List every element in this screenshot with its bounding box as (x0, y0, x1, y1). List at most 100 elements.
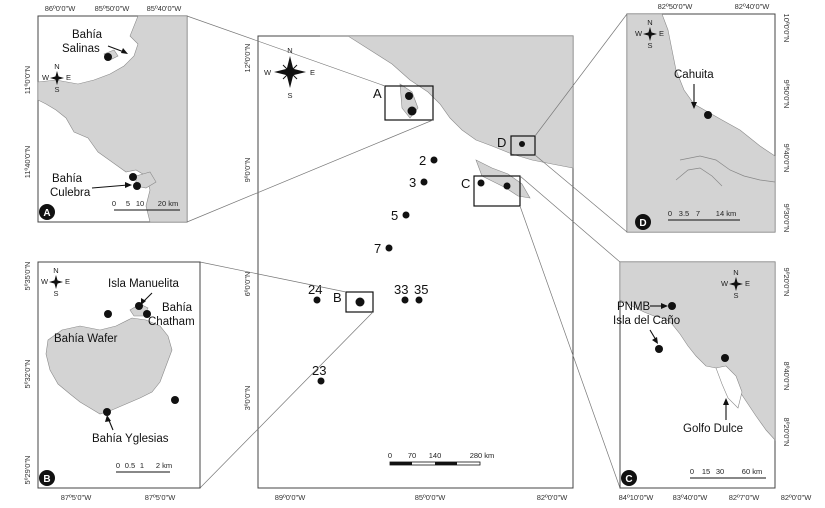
site-label: 5 (391, 208, 398, 223)
site-marker (401, 296, 409, 304)
svg-text:82º50'0"W: 82º50'0"W (658, 2, 694, 11)
inset-c: 84º10'0"W 83º40'0"W 82º7'0"W 82º0'0"W 9º… (613, 261, 813, 502)
arrowhead-icon (652, 337, 658, 344)
label-bahia-chatham-1: Bahía (162, 302, 193, 314)
svg-text:8º40'0"N: 8º40'0"N (782, 362, 791, 391)
label-bahia-salinas-2: Salinas (62, 43, 100, 55)
svg-text:W: W (635, 29, 643, 38)
svg-text:30: 30 (716, 467, 724, 476)
inset-d-scale-bar: 0 3.5 7 14 km (668, 209, 740, 221)
main-y-tick: 9º0'0"N (243, 158, 252, 183)
svg-text:70: 70 (408, 451, 416, 460)
svg-text:0: 0 (112, 199, 116, 208)
svg-text:S: S (53, 289, 58, 298)
label-golfo-dulce: Golfo Dulce (683, 423, 743, 435)
inset-d-badge: D (635, 214, 651, 230)
svg-text:S: S (647, 41, 652, 50)
inset-b-badge: B (39, 470, 55, 486)
svg-text:2 km: 2 km (156, 461, 172, 470)
inset-box-d (510, 135, 536, 156)
site-marker (415, 296, 423, 304)
svg-text:E: E (745, 279, 750, 288)
arrowhead-icon (661, 303, 668, 309)
svg-text:15: 15 (702, 467, 710, 476)
main-map-sites (313, 92, 525, 385)
svg-text:14 km: 14 km (716, 209, 736, 218)
inset-c-golfo-water (715, 365, 743, 409)
svg-text:82º0'0"W: 82º0'0"W (781, 493, 813, 502)
svg-text:E: E (310, 68, 315, 77)
svg-text:87º5'0"W: 87º5'0"W (61, 493, 93, 502)
label-bahia-culebra-2: Culebra (50, 187, 91, 199)
svg-text:9º20'0"N: 9º20'0"N (782, 268, 791, 297)
label-cahuita: Cahuita (674, 69, 714, 81)
site-marker (129, 173, 137, 181)
svg-text:0: 0 (116, 461, 120, 470)
main-map-site-labels: 2 3 5 7 24 33 35 23 (308, 153, 428, 378)
main-y-tick: 3º0'0"N (243, 386, 252, 411)
svg-text:83º40'0"W: 83º40'0"W (673, 493, 709, 502)
main-scale-bar: 0 70 140 280 km (388, 451, 494, 466)
box-label-b: B (333, 290, 342, 305)
svg-text:W: W (41, 277, 49, 286)
arrowhead-icon (121, 48, 128, 54)
inset-connector-lines (186, 13, 628, 489)
svg-text:11º0'0"N: 11º0'0"N (23, 66, 32, 94)
inset-b: 87º5'0"W 87º5'0"W 5º35'0"N 5º32'0"N 5º29… (23, 261, 201, 502)
site-marker (355, 297, 365, 307)
main-y-tick: 12º0'0"N (243, 44, 252, 73)
pointer-arrow-icon (91, 184, 129, 189)
inset-d-ticks: 82º50'0"W 82º40'0"W 10º0'0"N 9º50'0"N 9º… (658, 2, 791, 232)
site-marker (313, 296, 321, 304)
arrowhead-icon (141, 298, 146, 305)
svg-text:E: E (66, 73, 71, 82)
svg-text:20 km: 20 km (158, 199, 178, 208)
svg-text:10º0'0"N: 10º0'0"N (782, 14, 791, 43)
svg-text:86º0'0"W: 86º0'0"W (45, 4, 77, 13)
inset-a-compass-icon: N S E W (42, 62, 71, 94)
label-bahia-wafer: Bahía Wafer (54, 333, 118, 345)
svg-text:8º20'0"N: 8º20'0"N (782, 418, 791, 447)
svg-text:E: E (659, 29, 664, 38)
inset-box-c (473, 175, 521, 207)
inset-d: 82º50'0"W 82º40'0"W 10º0'0"N 9º50'0"N 9º… (626, 2, 791, 233)
svg-text:E: E (65, 277, 70, 286)
site-label: 2 (419, 153, 426, 168)
site-marker (103, 408, 111, 416)
label-bahia-yglesias: Bahía Yglesias (92, 433, 169, 445)
svg-text:A: A (43, 208, 50, 219)
svg-text:W: W (721, 279, 729, 288)
site-marker (477, 179, 485, 187)
main-map-axis-ticks: 89º0'0"W 85º0'0"W 82º0'0"W 12º0'0"N 9º0'… (243, 44, 568, 502)
inset-c-ticks: 84º10'0"W 83º40'0"W 82º7'0"W 82º0'0"W 9º… (619, 268, 813, 502)
svg-text:D: D (639, 218, 646, 229)
svg-text:0: 0 (388, 451, 392, 460)
site-label: 3 (409, 175, 416, 190)
svg-text:11º40'0"N: 11º40'0"N (23, 146, 32, 179)
main-x-tick: 85º0'0"W (415, 493, 447, 502)
inset-d-border (679, 155, 776, 183)
svg-text:82º7'0"W: 82º7'0"W (729, 493, 761, 502)
main-y-tick: 6º0'0"N (243, 272, 252, 297)
svg-text:B: B (43, 474, 50, 485)
site-marker (385, 244, 393, 252)
site-marker (668, 302, 676, 310)
main-map: 89º0'0"W 85º0'0"W 82º0'0"W 12º0'0"N 9º0'… (243, 35, 574, 502)
pointer-arrow-icon (107, 45, 125, 53)
svg-text:85º40'0"W: 85º40'0"W (147, 4, 183, 13)
svg-text:0: 0 (668, 209, 672, 218)
arrowhead-icon (105, 415, 111, 422)
inset-b-island (45, 317, 173, 415)
svg-text:84º10'0"W: 84º10'0"W (619, 493, 655, 502)
inset-a-badge: A (39, 204, 55, 220)
site-label: 33 (394, 282, 408, 297)
main-compass-icon: N S E W (264, 46, 315, 100)
svg-text:10: 10 (136, 199, 144, 208)
site-label: 35 (414, 282, 428, 297)
inset-b-scale-bar: 0 0.5 1 2 km (116, 461, 172, 473)
site-marker (503, 182, 511, 190)
label-isla-del-cano: Isla del Caño (613, 315, 680, 327)
site-marker (519, 141, 525, 147)
site-marker (420, 178, 428, 186)
site-marker (143, 310, 151, 318)
